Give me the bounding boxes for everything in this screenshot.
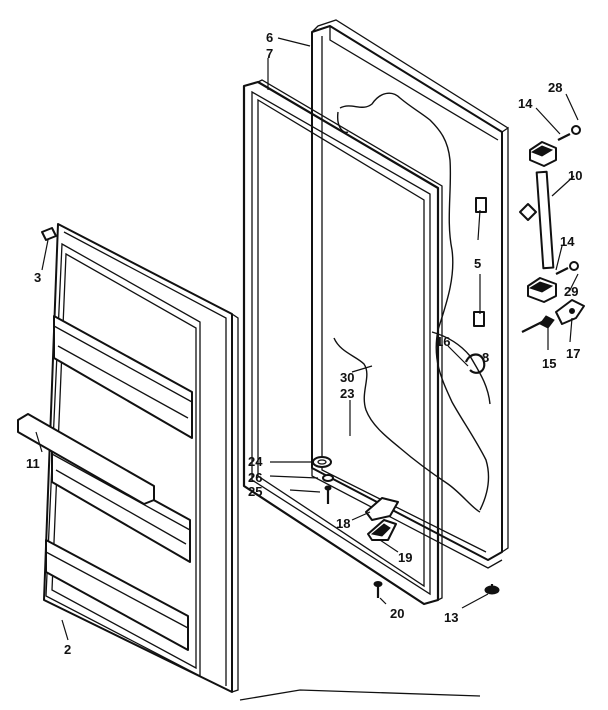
stop-cam (367, 519, 397, 541)
hinge-pin-screw-upper (557, 125, 581, 141)
shelf-bar (17, 413, 155, 505)
door-back-panel (311, 19, 509, 569)
callout-6: 6 (266, 30, 273, 45)
callout-20: 20 (390, 606, 404, 621)
hinge-pin-screw-lower (555, 261, 579, 275)
shelf-bar-clip (41, 227, 57, 241)
door-gasket (242, 79, 443, 606)
callout-13: 13 (444, 610, 458, 625)
callout-14-lower: 14 (560, 234, 575, 249)
washer (322, 474, 334, 482)
callout-3: 3 (34, 270, 41, 285)
callout-11: 11 (26, 456, 40, 471)
callout-16: 16 (436, 334, 450, 349)
grommet (312, 456, 332, 468)
hinge-rod (519, 170, 555, 270)
callout-8: 8 (482, 350, 489, 365)
door-shelf-top (53, 315, 193, 439)
leveling-foot (484, 584, 500, 595)
callout-18: 18 (336, 516, 350, 531)
callout-14-upper: 14 (518, 96, 533, 111)
leader-lines (35, 37, 579, 641)
callout-19: 19 (398, 550, 412, 565)
callout-25: 25 (248, 484, 262, 499)
screw-small (324, 485, 332, 504)
lower-hinge-bracket (527, 277, 557, 303)
handle-bracket (555, 299, 585, 325)
stop-block (365, 497, 399, 521)
callout-5: 5 (474, 256, 481, 271)
callout-labels: 6 7 28 14 10 14 29 5 3 16 8 17 15 30 23 … (26, 30, 582, 657)
callout-30: 30 (340, 370, 354, 385)
bottom-screw (373, 581, 383, 598)
callout-17: 17 (566, 346, 580, 361)
callout-29: 29 (564, 284, 578, 299)
upper-hinge-bracket (529, 141, 557, 167)
handle-screw (521, 315, 555, 333)
callout-15: 15 (542, 356, 556, 371)
floor-line (239, 689, 481, 701)
door-shelf-bottom (45, 539, 189, 651)
callout-28: 28 (548, 80, 562, 95)
callout-24: 24 (248, 454, 263, 469)
callout-7: 7 (266, 46, 273, 61)
callout-26: 26 (248, 470, 262, 485)
callout-10: 10 (568, 168, 582, 183)
callout-2: 2 (64, 642, 71, 657)
back-clips (464, 197, 487, 374)
callout-23: 23 (340, 386, 354, 401)
